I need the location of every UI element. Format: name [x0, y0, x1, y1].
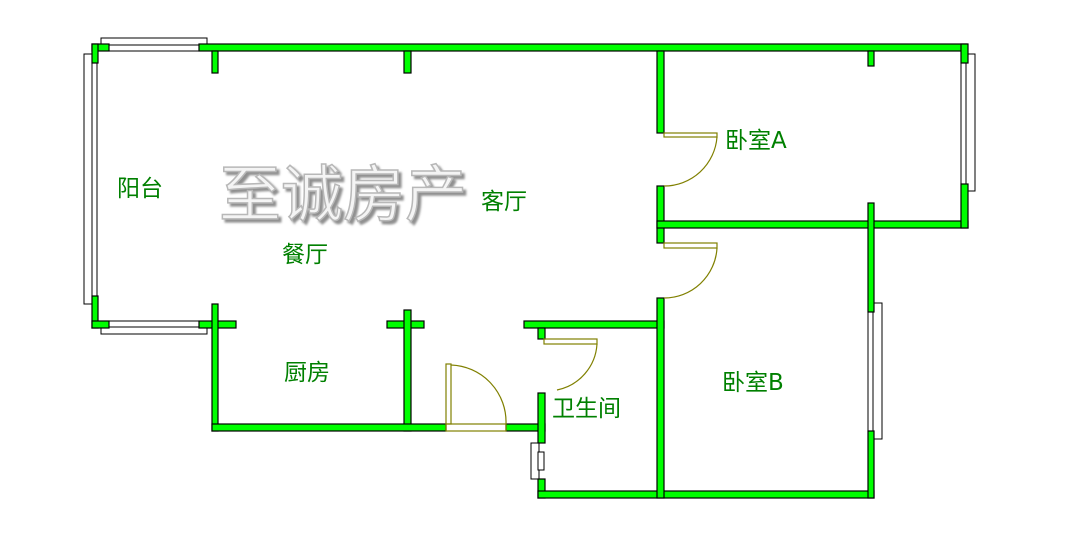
room-label-balcony: 阳台 — [117, 176, 163, 202]
window-bedroom-a — [965, 53, 976, 192]
room-label-dining: 餐厅 — [282, 242, 328, 268]
window-bedroom-b — [872, 302, 883, 440]
room-label-bathroom: 卫生间 — [552, 396, 621, 422]
door-kitchen — [445, 363, 507, 432]
window-balcony-top-pane — [108, 44, 200, 52]
walls — [91, 43, 969, 499]
door-bathroom — [543, 338, 598, 391]
window-balcony-bottom-pane — [108, 320, 200, 328]
room-label-living: 客厅 — [481, 189, 527, 215]
door-bedroom-a — [663, 132, 718, 187]
watermark-text: 至诚房产 — [219, 158, 467, 231]
window-balcony-left-pane — [91, 62, 98, 297]
room-label-kitchen: 厨房 — [284, 360, 330, 386]
window-bedroom-b-pane — [867, 311, 874, 432]
room-label-bedroom-b: 卧室B — [722, 370, 784, 396]
room-label-bedroom-a: 卧室A — [725, 128, 787, 154]
window-bathroom-pane — [537, 451, 545, 471]
windows — [83, 37, 976, 480]
door-bedroom-b — [663, 242, 718, 299]
doors — [445, 132, 718, 432]
window-bedroom-a-pane — [960, 62, 967, 185]
